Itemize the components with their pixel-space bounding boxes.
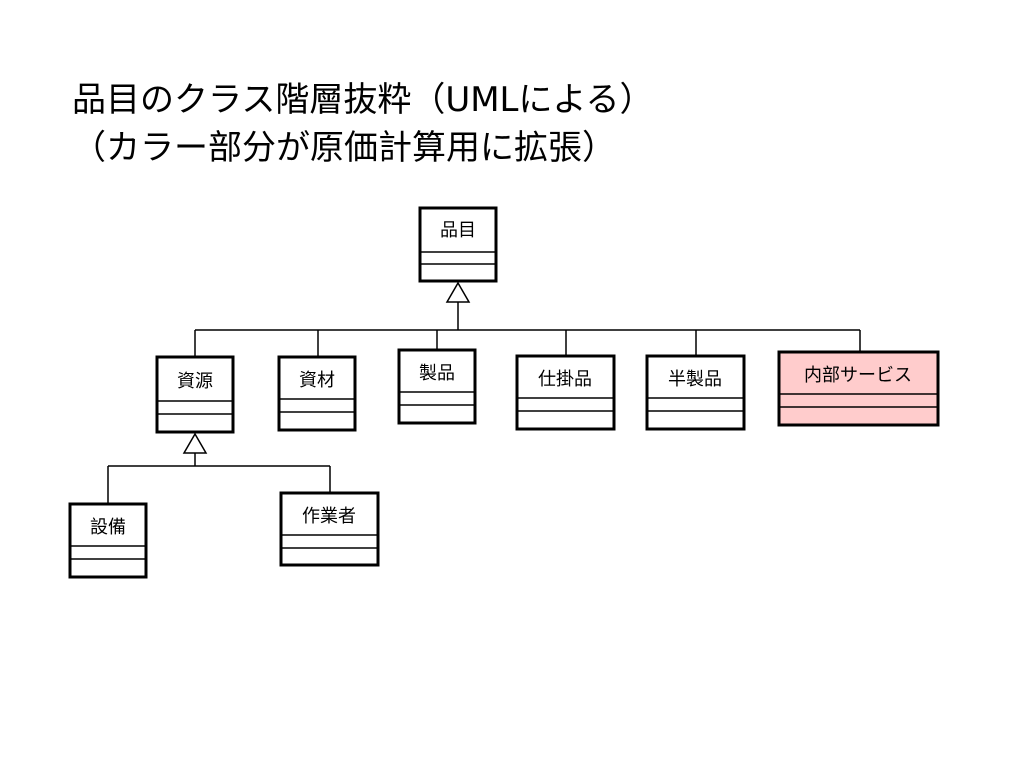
inheritance-arrow-resource: [182, 432, 208, 454]
class-name-worker: 作業者: [302, 506, 356, 527]
class-box-item[interactable]: 品目: [418, 206, 498, 283]
class-box-worker[interactable]: 作業者: [279, 491, 380, 567]
class-box-equipment[interactable]: 設備: [68, 502, 148, 579]
class-box-internal-service[interactable]: 内部サービス: [777, 350, 940, 427]
class-name-internal-service: 内部サービス: [804, 365, 912, 386]
class-box-wip[interactable]: 仕掛品: [515, 354, 616, 431]
class-box-semi-product[interactable]: 半製品: [645, 354, 746, 431]
class-name-resource: 資源: [177, 371, 213, 392]
class-name-material: 資材: [299, 370, 335, 391]
class-box-product[interactable]: 製品: [397, 348, 477, 425]
class-name-product: 製品: [419, 363, 455, 384]
class-name-equipment: 設備: [90, 517, 126, 538]
inheritance-arrow-root: [445, 281, 471, 303]
class-box-material[interactable]: 資材: [277, 355, 357, 432]
page-title: 品目のクラス階層抜粋（UMLによる） （カラー部分が原価計算用に拡張）: [72, 76, 653, 172]
class-name-wip: 仕掛品: [538, 369, 592, 390]
class-name-semi-product: 半製品: [668, 369, 722, 390]
generalization-connectors: [107, 302, 861, 503]
class-name-item: 品目: [440, 220, 476, 241]
title-line-2: （カラー部分が原価計算用に拡張）: [72, 128, 616, 168]
title-line-1: 品目のクラス階層抜粋（UMLによる）: [72, 80, 654, 120]
class-box-resource[interactable]: 資源: [155, 355, 235, 434]
